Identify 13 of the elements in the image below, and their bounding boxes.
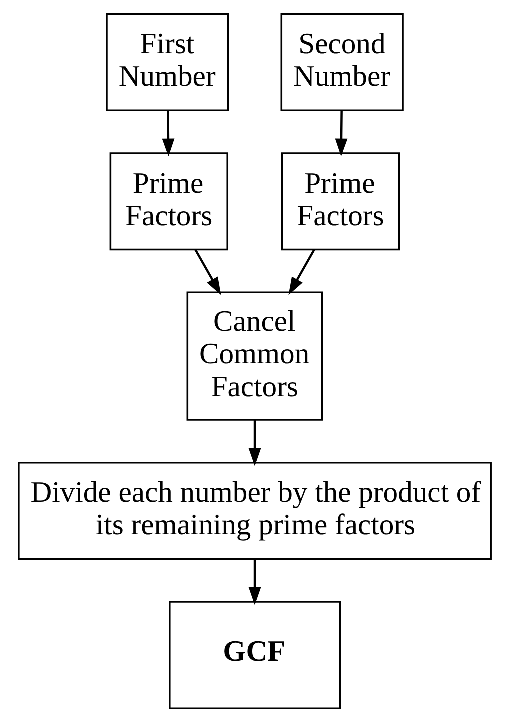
arrow xyxy=(288,249,316,296)
node-box: Second Number xyxy=(280,14,404,112)
arrow xyxy=(162,110,175,157)
node-box: First Number xyxy=(106,14,230,112)
arrow xyxy=(335,110,348,157)
arrow xyxy=(194,249,222,296)
arrow xyxy=(248,420,262,466)
node-box: Prime Factors xyxy=(110,152,228,251)
node-box: Cancel Common Factors xyxy=(186,292,324,421)
node-box: GCF xyxy=(169,601,341,710)
arrow xyxy=(248,559,262,606)
node-box: Divide each number by the product of its remaining prime factors xyxy=(18,462,492,560)
node-box: Prime Factors xyxy=(282,152,400,251)
